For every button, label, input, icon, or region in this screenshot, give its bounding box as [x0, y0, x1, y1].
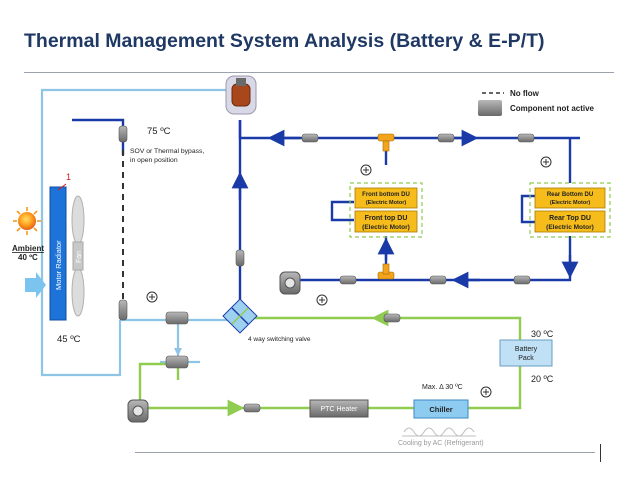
radiator-line	[40, 88, 252, 377]
fan-icon	[71, 195, 85, 317]
battery-pack	[499, 339, 553, 367]
battery-loop	[138, 309, 522, 417]
battery-pack-sub: Pack	[518, 355, 534, 362]
front-top-du	[354, 210, 418, 233]
rear-top-du-label: Rear Top DU	[549, 215, 591, 222]
expansion-tank	[225, 75, 257, 115]
radiator-label: Motor Radiator	[54, 240, 63, 290]
chiller-label: Chiller	[429, 405, 452, 414]
footer-divider	[135, 452, 595, 453]
sun-icon	[13, 207, 41, 235]
thermometer-icon	[540, 156, 552, 168]
four-way-valve	[222, 298, 258, 334]
temp-75: 75 ºC	[147, 126, 171, 137]
hot-loop	[72, 118, 580, 300]
legend-inactive: Component not active	[510, 104, 595, 113]
fittings	[118, 125, 535, 413]
temp-20: 20 ºC	[531, 374, 554, 384]
marker-1: 1	[66, 172, 71, 182]
t-junction	[377, 133, 395, 280]
rear-top-du-sub: (Electric Motor)	[546, 224, 594, 231]
cooling-ac-label: Cooling by AC (Refrigerant)	[398, 440, 484, 447]
rear-bottom-du-label: Rear Bottom DU	[547, 192, 593, 198]
fan-label: Fan	[76, 251, 83, 263]
title-divider	[24, 72, 614, 73]
page-title: Thermal Management System Analysis (Batt…	[24, 30, 545, 52]
ptc-heater	[309, 399, 369, 418]
bypass-arrow-icon	[174, 348, 182, 356]
ptc-heater-label: PTC Heater	[321, 406, 359, 413]
legend-no-flow: No flow	[510, 89, 540, 98]
switching-valve-label: 4 way switching valve	[248, 336, 311, 343]
thermometer-icon	[316, 294, 328, 306]
sov-note-2: in open position	[130, 157, 178, 164]
thermometer-icon	[146, 291, 158, 303]
front-bottom-du-label: Front bottom DU	[362, 192, 410, 198]
thermometer-icon	[480, 386, 492, 398]
sov-note-1: SOV or Thermal bypass,	[130, 148, 204, 155]
thermometer-icon	[360, 164, 372, 176]
max-delta-label: Max. Δ 30 ºC	[422, 384, 463, 391]
rear-bottom-du-sub: (Electric Motor)	[550, 200, 591, 206]
temp-45: 45 ºC	[57, 334, 81, 345]
airflow-arrow-icon	[25, 272, 46, 298]
rear-top-du	[534, 210, 606, 233]
front-du-group: Front bottom DU (Electric Motor) Front t…	[349, 182, 423, 238]
chiller	[413, 399, 469, 419]
refrigerant-coil	[402, 427, 476, 437]
front-top-du-sub: (Electric Motor)	[362, 224, 410, 231]
rear-bottom-du	[534, 187, 606, 209]
temp-30: 30 ºC	[531, 329, 554, 339]
front-bottom-du-sub: (Electric Motor)	[366, 200, 407, 206]
rear-du-group: Rear Bottom DU (Electric Motor) Rear Top…	[529, 182, 611, 238]
legend: No flow Component not active	[478, 89, 595, 116]
footer-tick	[600, 444, 601, 462]
motor-radiator	[49, 186, 67, 321]
front-bottom-du	[354, 187, 418, 209]
front-top-du-label: Front top DU	[365, 215, 408, 222]
ambient-label: Ambient	[12, 244, 44, 253]
ambient-temp: 40 ºC	[18, 253, 38, 262]
pump-icon	[127, 399, 149, 423]
pump-icon	[279, 271, 301, 295]
battery-pack-label: Battery	[515, 346, 538, 353]
